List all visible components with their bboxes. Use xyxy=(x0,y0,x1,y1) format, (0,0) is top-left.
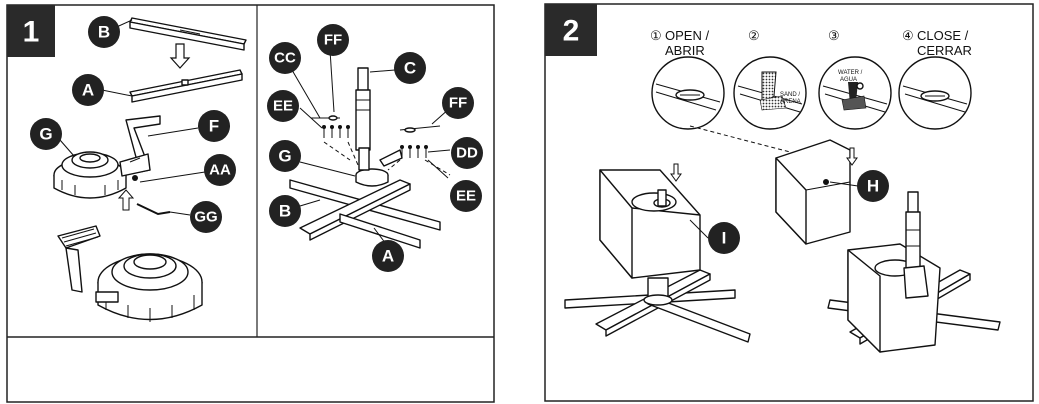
callout-dd: DD xyxy=(451,137,483,169)
instruction-4-number: ④ xyxy=(902,28,914,43)
up-arrow-icon xyxy=(117,189,135,211)
callout-ee: EE xyxy=(267,90,299,122)
svg-text:I: I xyxy=(722,229,727,248)
instruction-1-number: ① xyxy=(650,28,662,43)
screws-illustration xyxy=(311,115,451,176)
rail-a-illustration xyxy=(129,69,243,103)
detail-circle-water: WATER / AGUA xyxy=(818,56,892,130)
callout-gg: GG xyxy=(190,201,222,233)
detail-circle-open xyxy=(651,56,725,130)
step-1-badge xyxy=(7,5,55,57)
svg-text:AA: AA xyxy=(209,162,231,179)
callout-h: H xyxy=(857,170,889,202)
svg-text:EE: EE xyxy=(273,98,293,115)
weight-base-i-illustration xyxy=(564,169,751,343)
svg-text:A: A xyxy=(382,247,394,266)
weight-lid-h-illustration xyxy=(775,139,851,245)
svg-text:G: G xyxy=(278,147,291,166)
callout-ff: FF xyxy=(317,24,349,56)
callout-ff-2: FF xyxy=(442,87,474,119)
detail-dash-line xyxy=(689,125,791,153)
svg-text:EE: EE xyxy=(456,188,476,205)
callout-c: C xyxy=(394,52,426,84)
svg-text:B: B xyxy=(98,23,110,42)
detail-circle-close xyxy=(898,56,972,130)
leader-h xyxy=(829,181,859,187)
water-label-line2: AGUA xyxy=(840,77,857,83)
sand-label-line1: SAND / xyxy=(780,92,800,98)
instruction-4-line2: CERRAR xyxy=(917,43,972,58)
callout-cc: CC xyxy=(269,42,301,74)
callout-f: F xyxy=(198,110,230,142)
pole-assembly-illustration xyxy=(827,191,1001,353)
base-g-illustration xyxy=(53,115,161,199)
step-2-number: 2 xyxy=(563,15,580,48)
step-1-number: 1 xyxy=(23,16,40,49)
instruction-4-line1: CLOSE / xyxy=(917,28,969,43)
panel-2: 2 ① OPEN / ABRIR ② ③ ④ CLOSE / CERRAR SA… xyxy=(544,3,1034,402)
callout-a: A xyxy=(72,74,104,106)
svg-text:DD: DD xyxy=(456,145,478,162)
instruction-3-number: ③ xyxy=(828,28,840,43)
svg-text:CC: CC xyxy=(274,50,296,67)
callout-aa: AA xyxy=(204,154,236,186)
svg-text:C: C xyxy=(404,59,416,78)
sand-label-line2: ARENA xyxy=(780,99,801,105)
instruction-2-number: ② xyxy=(748,28,760,43)
svg-text:FF: FF xyxy=(449,95,467,112)
callout-i: I xyxy=(708,222,740,254)
svg-text:FF: FF xyxy=(324,32,342,49)
svg-text:H: H xyxy=(867,177,879,196)
panel-1: 1 xyxy=(6,4,495,403)
instruction-1-line1: OPEN / xyxy=(665,28,709,43)
svg-text:GG: GG xyxy=(194,209,217,226)
callout-g: G xyxy=(30,118,62,150)
svg-text:G: G xyxy=(39,125,52,144)
leader-i xyxy=(689,219,709,239)
detail-circle-sand: SAND / ARENA xyxy=(733,56,807,130)
callout-ee-2: EE xyxy=(450,180,482,212)
callout-a-2: A xyxy=(372,240,404,272)
assembled-base-illustration xyxy=(57,225,203,322)
callout-b: B xyxy=(88,16,120,48)
crossbase-assembly-illustration xyxy=(289,67,441,249)
svg-text:B: B xyxy=(279,202,291,221)
water-label-line1: WATER / xyxy=(838,70,863,76)
svg-text:F: F xyxy=(209,117,219,136)
step-2-badge xyxy=(545,4,597,56)
pin-gg-illustration xyxy=(136,203,171,216)
callout-b-2: B xyxy=(269,195,301,227)
callout-g-2: G xyxy=(269,140,301,172)
down-arrow-icon xyxy=(169,43,191,69)
instruction-1-line2: ABRIR xyxy=(665,43,705,58)
down-arrow-icon-right xyxy=(846,147,858,166)
svg-text:A: A xyxy=(82,81,94,100)
down-arrow-icon-left xyxy=(670,163,682,182)
